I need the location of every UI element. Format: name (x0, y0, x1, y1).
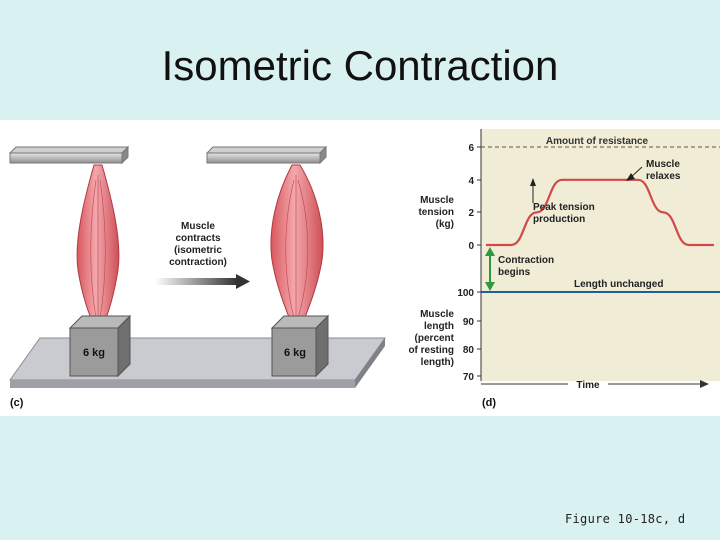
tension-axis-label-line-3: (kg) (436, 219, 454, 230)
contraction-begins-label: Contraction begins (498, 255, 554, 278)
weight-left: 6 kg (68, 314, 132, 378)
tension-axis-label: Muscle tension (kg) (418, 195, 454, 230)
length-axis-label: Muscle length (percent of resting length… (408, 309, 454, 368)
resistance-label: Amount of resistance (546, 136, 649, 147)
tension-curve (485, 178, 714, 247)
peak-tension-line-2: production (533, 214, 585, 225)
tension-tick-4: 4 (468, 176, 474, 187)
arrow-text-line-3: (isometric (174, 245, 222, 256)
length-tick-80: 80 (463, 345, 475, 356)
tension-axis-label-line-2: tension (418, 207, 454, 218)
ceiling-bar-right (205, 145, 328, 165)
graph-background (481, 129, 720, 381)
length-axis-label-line-4: of resting (408, 345, 454, 356)
length-tick-100: 100 (457, 288, 474, 299)
tension-tick-0: 0 (468, 241, 474, 252)
muscle-relaxes-line-1: Muscle (646, 159, 680, 170)
tension-ticks: 6 4 2 0 (468, 143, 481, 252)
muscle-relaxes-label: Muscle relaxes (646, 159, 681, 182)
tension-tick-6: 6 (468, 143, 474, 154)
time-axis: Time (481, 380, 709, 391)
contraction-begins-line-1: Contraction (498, 255, 554, 266)
ceiling-bar-left (8, 145, 130, 165)
weight-right: 6 kg (270, 314, 330, 378)
length-axis-label-line-2: length (424, 321, 454, 332)
length-unchanged-label: Length unchanged (574, 279, 663, 290)
muscle-relaxes-line-2: relaxes (646, 171, 681, 182)
arrow-text-line-4: contraction) (169, 257, 227, 268)
platform (9, 337, 386, 381)
contracts-annotation: Muscle contracts (isometric contraction) (169, 221, 227, 268)
peak-tension-label: Peak tension production (533, 202, 595, 225)
contraction-begins-arrow (485, 247, 495, 291)
panel-d-label: (d) (482, 397, 496, 409)
length-axis-label-line-5: length) (421, 357, 454, 368)
platform-edge (10, 380, 355, 388)
length-ticks: 100 90 80 70 (457, 288, 481, 383)
length-axis-label-line-1: Muscle (420, 309, 454, 320)
tension-tick-2: 2 (468, 208, 474, 219)
panel-d: 6 4 2 0 100 90 80 70 Muscle tension (kg)… (408, 129, 720, 409)
muscle-left (76, 164, 120, 323)
muscle-right (270, 164, 324, 323)
time-axis-label: Time (576, 380, 600, 391)
length-tick-70: 70 (463, 372, 475, 383)
weight-right-label: 6 kg (284, 347, 306, 359)
contraction-begins-line-2: begins (498, 267, 531, 278)
peak-tension-line-1: Peak tension (533, 202, 595, 213)
tension-axis-label-line-1: Muscle (420, 195, 454, 206)
weight-left-label: 6 kg (83, 347, 105, 359)
length-tick-90: 90 (463, 317, 475, 328)
panel-c: 6 kg 6 kg Muscle contracts (isometric co… (8, 145, 386, 409)
panel-c-label: (c) (10, 397, 24, 409)
figure-caption: Figure 10-18c, d (565, 512, 686, 526)
arrow-text-line-1: Muscle (181, 221, 215, 232)
arrow-text-line-2: contracts (175, 233, 220, 244)
figure-panel: 6 kg 6 kg Muscle contracts (isometric co… (0, 120, 720, 416)
right-arrow (155, 274, 250, 289)
slide-title: Isometric Contraction (161, 42, 559, 89)
length-axis-label-line-3: (percent (415, 333, 455, 344)
